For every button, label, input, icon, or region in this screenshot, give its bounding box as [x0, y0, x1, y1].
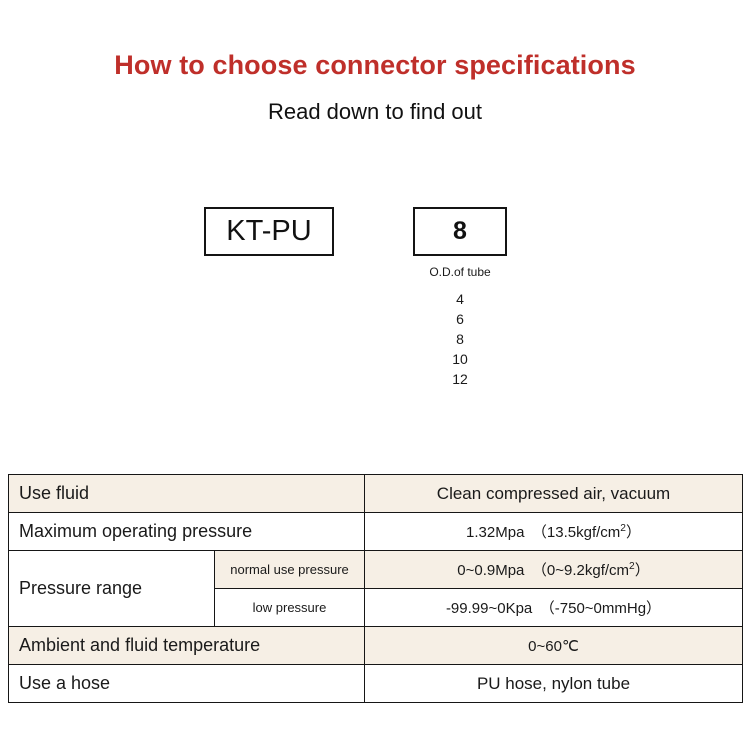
tube-size-box: 8	[413, 207, 507, 256]
page-title: How to choose connector specifications	[114, 50, 636, 80]
spec-value-use-a-hose: PU hose, nylon tube	[364, 664, 743, 703]
spec-label-ambient-fluid-temperature: Ambient and fluid temperature	[8, 626, 365, 665]
table-row: Ambient and fluid temperature 0~60℃	[8, 626, 743, 665]
spec-value-use-fluid: Clean compressed air, vacuum	[364, 474, 743, 513]
table-row: Pressure range normal use pressure 0~0.9…	[8, 550, 743, 627]
spec-value-normal-use-pressure: 0~0.9Mpa （0~9.2kgf/cm2）	[364, 550, 743, 589]
tube-size-option: 12	[452, 371, 468, 387]
part-code-diagram: KT-PU 8 O.D.of tube 4 6 8 10 12	[0, 207, 750, 427]
spec-sublabel-normal-use-pressure: normal use pressure	[214, 550, 365, 589]
table-row: Use a hose PU hose, nylon tube	[8, 664, 743, 703]
spec-value-normal-pressure-prefix: 0~0.9Mpa （0~9.2kgf/cm	[457, 562, 630, 579]
spec-value-low-pressure: -99.99~0Kpa （-750~0mmHg）	[364, 588, 743, 627]
tube-size-caption: O.D.of tube	[429, 265, 491, 279]
spec-value-normal-pressure-exponent: 2	[629, 561, 635, 572]
tube-size-option: 10	[452, 351, 468, 367]
spec-value-max-operating-pressure: 1.32Mpa （13.5kgf/cm2）	[364, 512, 743, 551]
table-row: Use fluid Clean compressed air, vacuum	[8, 474, 743, 513]
specification-table-wrapper: Use fluid Clean compressed air, vacuum M…	[8, 474, 743, 703]
spec-label-use-fluid: Use fluid	[8, 474, 365, 513]
spec-label-pressure-range: Pressure range	[8, 550, 215, 627]
spec-value-max-pressure-suffix: ）	[625, 524, 641, 541]
header-block: How to choose connector specifications R…	[0, 0, 750, 124]
spec-value-max-pressure-prefix: 1.32Mpa （13.5kgf/cm	[466, 524, 621, 541]
specification-table: Use fluid Clean compressed air, vacuum M…	[8, 474, 743, 703]
tube-size-option-list: 4 6 8 10 12	[413, 289, 507, 389]
table-row: Maximum operating pressure 1.32Mpa （13.5…	[8, 512, 743, 551]
spec-sublabel-low-pressure: low pressure	[214, 588, 365, 627]
tube-size-option: 6	[456, 311, 464, 327]
tube-size-option: 4	[456, 291, 464, 307]
page-subtitle: Read down to find out	[267, 99, 483, 125]
spec-value-ambient-fluid-temperature: 0~60℃	[364, 626, 743, 665]
tube-size-text: 8	[453, 217, 467, 245]
spec-label-max-operating-pressure: Maximum operating pressure	[8, 512, 365, 551]
spec-value-normal-pressure-suffix: ）	[634, 562, 650, 579]
tube-size-option: 8	[456, 331, 464, 347]
spec-value-max-pressure-exponent: 2	[620, 523, 626, 534]
series-code-box: KT-PU	[204, 207, 334, 256]
spec-label-use-a-hose: Use a hose	[8, 664, 365, 703]
series-code-text: KT-PU	[226, 215, 312, 247]
